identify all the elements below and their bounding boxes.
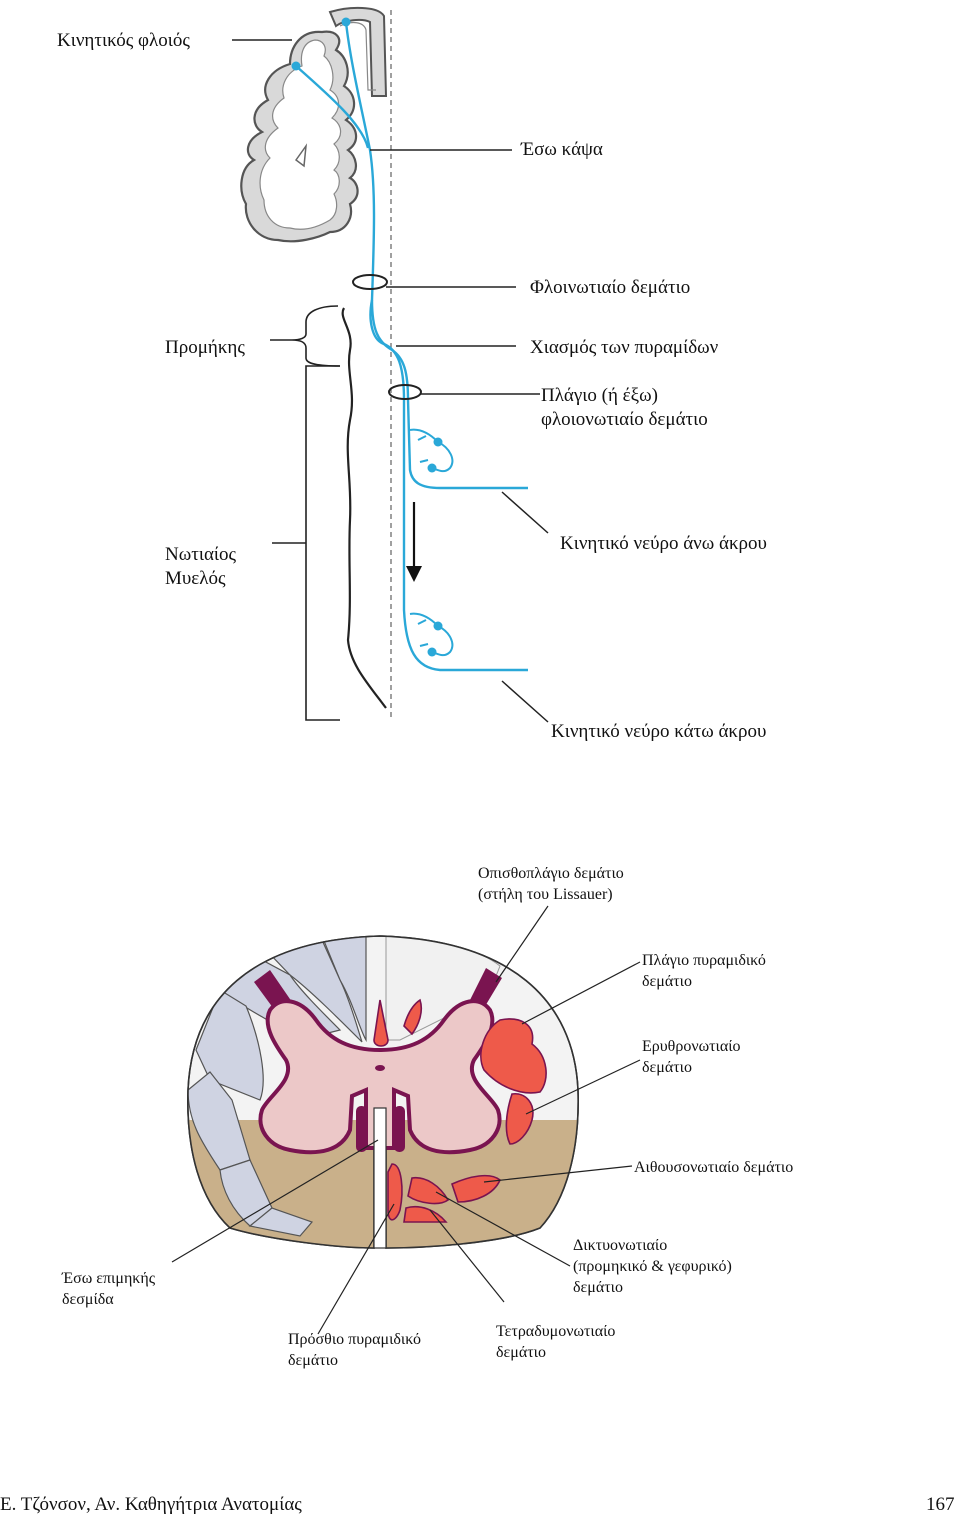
down-arrow-icon xyxy=(406,502,422,582)
page-number: 167 xyxy=(926,1494,955,1515)
synapse-loops xyxy=(409,428,454,657)
footer-author: Ε. Τζόνσον, Αν. Καθηγήτρια Ανατομίας xyxy=(0,1494,302,1515)
mlf-left xyxy=(356,1106,367,1152)
label-reticulospinal-tract: Δικτυονωτιαίο (προμηκικό & γεφυρικό) δεμ… xyxy=(573,1237,732,1296)
label-dorsolateral-tract: Οπισθοπλάγιο δεμάτιο (στήλη του Lissauer… xyxy=(478,865,624,903)
label-corticospinal-tract: Φλοινωτιαίο δεμάτιο xyxy=(530,277,691,298)
label-lower-limb-nerve: Κινητικό νεύρο κάτω άκρου xyxy=(551,721,767,742)
tectospinal-tract xyxy=(403,1206,448,1223)
mlf-right xyxy=(394,1106,405,1152)
label-anterior-pyramidal-tract: Πρόσθιο πυραμιδικό δεμάτιο xyxy=(288,1331,421,1369)
lateral-tract-ring xyxy=(388,384,422,400)
descending-tracts xyxy=(373,998,547,1223)
leader-lines-2 xyxy=(171,905,641,1335)
corticospinal-pathway-diagram xyxy=(232,6,549,723)
label-tectospinal-tract: Τετραδυμονωτιαίο δεμάτιο xyxy=(496,1323,616,1361)
label-pyramidal-decussation: Χιασμός των πυραμίδων xyxy=(530,337,719,358)
label-internal-capsule: Έσω κάψα xyxy=(521,139,603,160)
leader-lines-1 xyxy=(232,39,549,723)
label-upper-limb-nerve: Κινητικό νεύρο άνω άκρου xyxy=(560,533,767,554)
reticulospinal-tract xyxy=(407,1176,450,1205)
label-medulla: Προμήκης xyxy=(165,337,245,358)
label-rubrospinal-tract: Ερυθρονωτιαίο δεμάτιο xyxy=(642,1038,741,1076)
cord-outline xyxy=(341,307,387,709)
label-olivospinal-tract: Αιθουσονωτιαίο δεμάτιο xyxy=(634,1159,794,1176)
rubrospinal-tract xyxy=(505,1093,534,1145)
ventral-fissure xyxy=(373,1107,387,1249)
motor-pathway xyxy=(295,21,528,672)
label-motor-cortex: Κινητικός φλοιός xyxy=(57,30,190,51)
label-medial-longitudinal-fasciculus: Έσω επιμηκής δεσμίδα xyxy=(62,1270,156,1308)
central-canal xyxy=(375,1065,385,1071)
corticospinal-ring xyxy=(352,274,388,290)
label-lateral-pyramidal-tract: Πλάγιο πυραμιδικό δεμάτιο xyxy=(642,952,766,990)
lissauer-tract-right xyxy=(470,968,502,1008)
label-lateral-corticospinal-tract: Πλάγιο (ή έξω) φλοιονωτιαίο δεμάτιο xyxy=(541,385,708,430)
lateral-pyramidal-tract xyxy=(480,1018,547,1094)
label-spinal-cord: Νωτιαίος Μυελός xyxy=(165,544,237,589)
